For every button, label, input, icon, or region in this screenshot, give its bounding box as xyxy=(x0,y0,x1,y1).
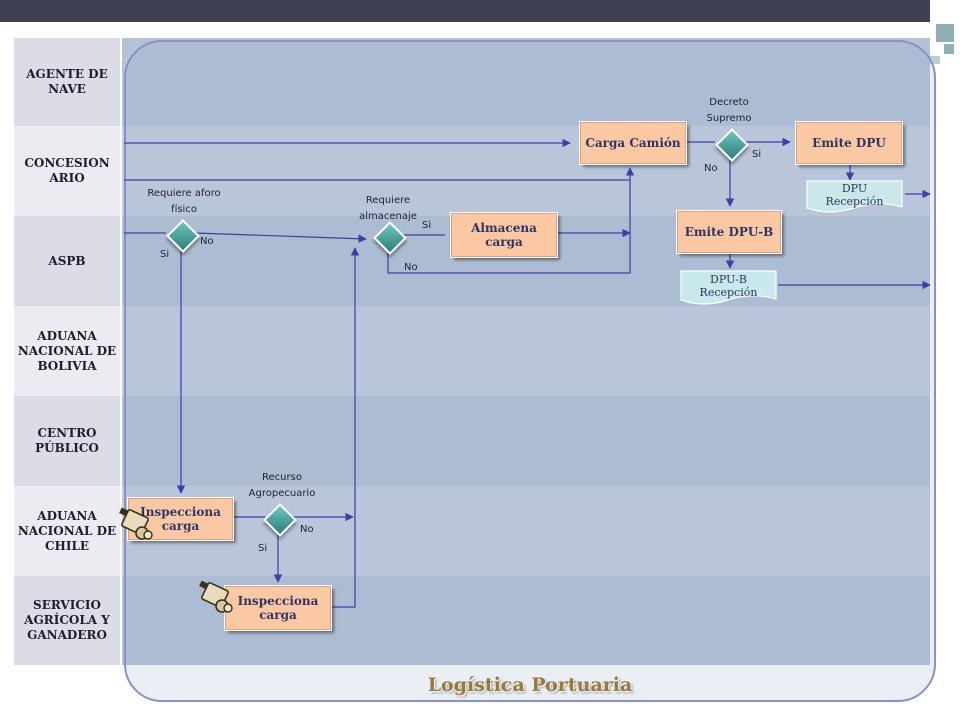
lane-label: CONCESION ARIO xyxy=(14,126,120,216)
connector xyxy=(330,247,360,608)
task-emite-dpu: Emite DPU xyxy=(795,121,903,165)
slide-title: Logística Portuaria xyxy=(427,674,633,696)
document-dpu-recepcion: DPU Recepción xyxy=(806,180,903,214)
lane-body xyxy=(122,306,930,396)
lane-label: SERVICIO AGRÍCOLA Y GANADERO xyxy=(14,576,120,665)
header-bar xyxy=(0,0,930,22)
lane-agente-de-nave: AGENTE DE NAVE xyxy=(14,38,930,126)
edge-label: No xyxy=(300,524,314,535)
gateway-label: Requiere almacenaje xyxy=(359,195,417,222)
task-carga-camion: Carga Camión xyxy=(579,121,687,165)
task-almacena-carga: Almacena carga xyxy=(450,212,558,258)
edge-label: No xyxy=(704,163,718,174)
edge-label: Si xyxy=(422,220,432,231)
lane-concesionario: CONCESION ARIO xyxy=(14,126,930,216)
task-inspecciona-carga-sag: Inspecciona carga xyxy=(224,585,332,631)
lane-centro-publico: CENTRO PÚBLICO xyxy=(14,396,930,486)
document-shape xyxy=(806,180,903,213)
lane-body xyxy=(122,38,930,126)
lane-label: ADUANA NACIONAL DE BOLIVIA xyxy=(14,306,120,396)
gateway-label: Decreto Supremo xyxy=(706,97,752,124)
camera-icon xyxy=(119,507,153,540)
lane-body xyxy=(122,396,930,486)
document-label: DPU-B Recepción xyxy=(699,273,758,299)
edge-label: No xyxy=(200,236,214,247)
corner-decoration xyxy=(944,44,954,54)
corner-decoration xyxy=(930,56,940,64)
lane-label: ADUANA NACIONAL DE CHILE xyxy=(14,486,120,576)
lane-label: ASPB xyxy=(14,216,120,306)
lane-body xyxy=(122,486,930,576)
edge-label: Si xyxy=(258,543,268,554)
edge-label: Si xyxy=(752,149,762,160)
document-label: DPU Recepción xyxy=(825,182,884,208)
lane-label: CENTRO PÚBLICO xyxy=(14,396,120,486)
connector xyxy=(124,167,635,181)
document-shape xyxy=(680,270,777,305)
gateway-label: Recurso Agropecuario xyxy=(248,472,316,499)
lane-aduana-bolivia: ADUANA NACIONAL DE BOLIVIA xyxy=(14,306,930,396)
connector xyxy=(387,170,631,274)
edge-label: Si xyxy=(160,249,170,260)
lane-aduana-chile: ADUANA NACIONAL DE CHILE xyxy=(14,486,930,576)
lane-body xyxy=(122,126,930,216)
document-dpu-b-recepcion: DPU-B Recepción xyxy=(680,270,777,306)
lane-label: AGENTE DE NAVE xyxy=(14,38,120,126)
edge-label: No xyxy=(404,262,418,273)
connector xyxy=(194,232,367,243)
corner-decoration xyxy=(936,24,954,42)
camera-icon xyxy=(199,580,233,613)
task-emite-dpu-b: Emite DPU-B xyxy=(676,210,782,254)
gateway-label: Requiere aforo físico xyxy=(147,188,221,215)
